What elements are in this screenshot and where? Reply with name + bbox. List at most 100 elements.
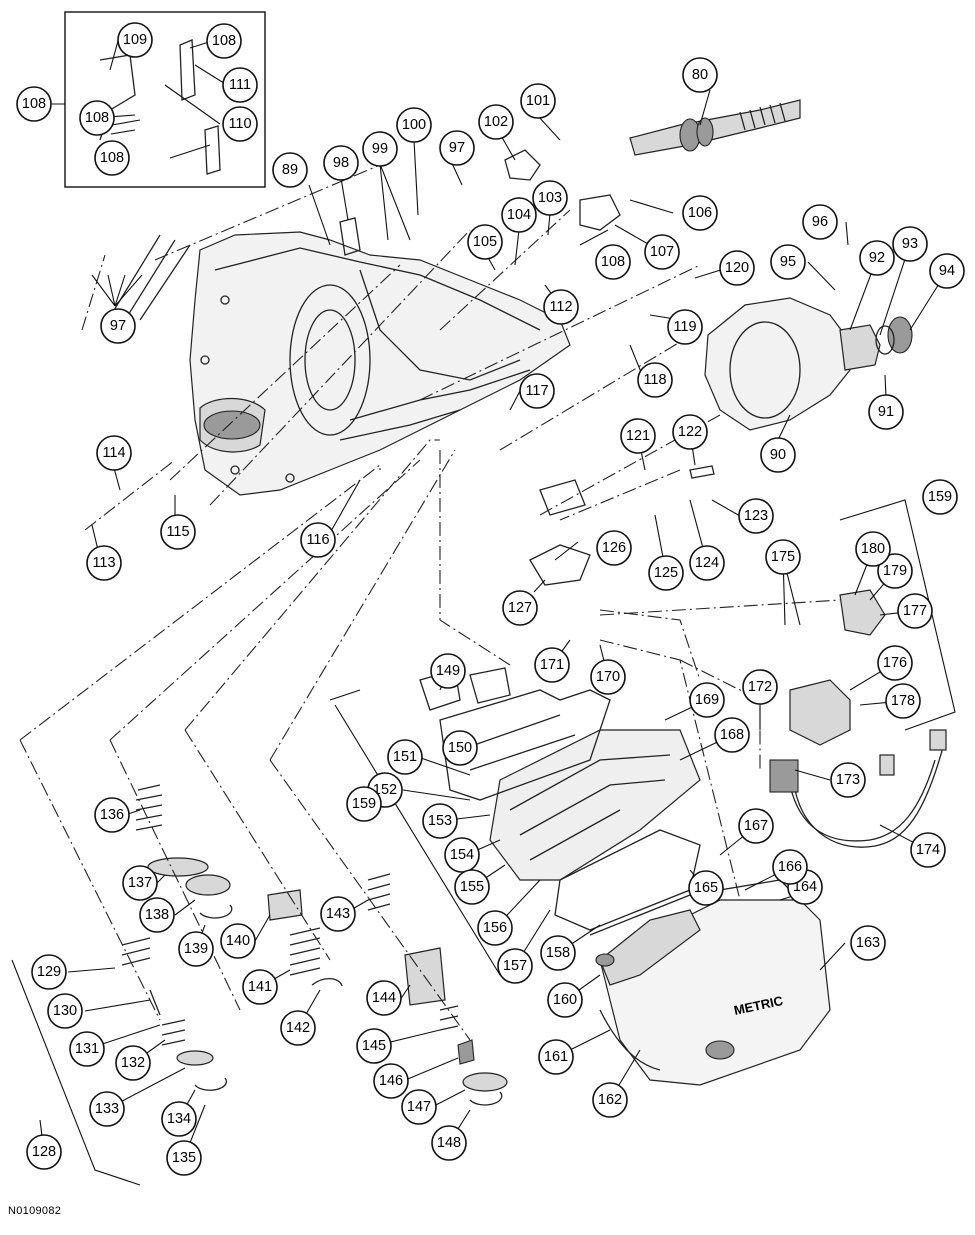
output-shaft: [629, 99, 801, 156]
callout-108-3: 108: [79, 100, 115, 136]
callout-label: 176: [883, 655, 907, 671]
callout-label: 144: [372, 990, 396, 1006]
callout-114: 114: [96, 435, 132, 471]
oil-filter: [595, 909, 701, 986]
callout-169: 169: [689, 682, 725, 718]
callout-132: 132: [115, 1045, 151, 1081]
callout-label: 135: [172, 1150, 196, 1166]
callout-138: 138: [139, 897, 175, 933]
callout-109: 109: [117, 22, 153, 58]
callout-107: 107: [644, 234, 680, 270]
callout-150: 150: [442, 730, 478, 766]
bracket-159-valvebody: [329, 689, 501, 976]
callout-label: 128: [32, 1144, 56, 1160]
callout-label: 157: [503, 958, 527, 974]
callout-89: 89: [272, 152, 308, 188]
extension-housing: [704, 297, 913, 431]
callout-label: 167: [744, 818, 768, 834]
callout-label: 99: [372, 141, 388, 157]
callout-label: 80: [692, 67, 708, 83]
callout-105: 105: [467, 224, 503, 260]
callout-93: 93: [892, 226, 928, 262]
callout-label: 129: [37, 964, 61, 980]
callout-116: 116: [300, 522, 336, 558]
callout-label: 118: [643, 372, 666, 388]
bracket-128: [11, 959, 141, 1186]
callout-163: 163: [850, 925, 886, 961]
callout-label: 124: [695, 555, 719, 571]
callout-label: 96: [812, 214, 828, 230]
callout-155: 155: [454, 869, 490, 905]
callout-label: 106: [688, 205, 712, 221]
callout-91: 91: [868, 394, 904, 430]
callout-label: 164: [793, 879, 817, 895]
callout-label: 178: [891, 693, 915, 709]
callout-label: 98: [333, 155, 349, 171]
callout-label: 122: [678, 424, 702, 440]
callout-label: 165: [694, 880, 718, 896]
callout-label: 101: [526, 93, 550, 109]
callout-99: 99: [362, 131, 398, 167]
callout-118: 118: [637, 362, 673, 398]
callout-131: 131: [69, 1031, 105, 1067]
callout-151: 151: [387, 739, 423, 775]
callout-label: 136: [100, 807, 124, 823]
solenoid-block: [789, 589, 886, 746]
callout-label: 163: [856, 935, 880, 951]
callout-124: 124: [689, 545, 725, 581]
callout-label: 114: [102, 445, 125, 461]
callout-119: 119: [667, 309, 703, 345]
callout-165: 165: [688, 870, 724, 906]
callout-97-1: 97: [439, 130, 475, 166]
callout-label: 162: [598, 1092, 622, 1108]
callout-156: 156: [477, 910, 513, 946]
callout-102: 102: [478, 104, 514, 140]
callout-label: 168: [720, 727, 744, 743]
callout-120: 120: [719, 250, 755, 286]
callout-104: 104: [501, 197, 537, 233]
callout-label: 180: [861, 541, 885, 557]
callout-94: 94: [929, 253, 965, 289]
callout-label: 123: [744, 508, 768, 524]
callout-173: 173: [830, 762, 866, 798]
callout-label: 159: [928, 489, 952, 505]
callout-178: 178: [885, 683, 921, 719]
callout-108-1: 108: [16, 86, 52, 122]
callout-96: 96: [802, 204, 838, 240]
callout-101: 101: [520, 83, 556, 119]
callout-label: 134: [167, 1111, 191, 1127]
callout-149: 149: [430, 653, 466, 689]
callout-108-2: 108: [206, 23, 242, 59]
callout-label: 103: [538, 190, 562, 206]
callout-127: 127: [502, 590, 538, 626]
callout-159-1: 159: [922, 479, 958, 515]
callout-label: 172: [748, 679, 772, 695]
callout-label: 133: [95, 1101, 119, 1117]
callout-label: 92: [869, 250, 885, 266]
callout-label: 116: [306, 532, 329, 548]
callout-label: 121: [626, 428, 650, 444]
callout-175: 175: [765, 539, 801, 575]
figure-id: N0109082: [8, 1205, 62, 1217]
callout-label: 94: [939, 263, 955, 279]
callout-115: 115: [160, 514, 196, 550]
callout-label: 95: [780, 254, 796, 270]
callout-label: 113: [92, 555, 115, 571]
callout-label: 148: [437, 1135, 461, 1151]
callout-label: 158: [546, 945, 570, 961]
callout-label: 107: [650, 244, 674, 260]
callout-balloons: 8089909192939495969797989910010110210310…: [16, 22, 965, 1176]
callout-98: 98: [323, 145, 359, 181]
callout-153: 153: [422, 803, 458, 839]
callout-174: 174: [910, 832, 946, 868]
callout-170: 170: [590, 659, 626, 695]
callout-111: 111: [222, 67, 258, 103]
callout-142: 142: [280, 1010, 316, 1046]
callout-label: 174: [916, 842, 940, 858]
callout-129: 129: [31, 954, 67, 990]
callout-label: 100: [402, 117, 426, 133]
callout-label: 140: [226, 933, 250, 949]
callout-147: 147: [401, 1089, 437, 1125]
callout-label: 119: [673, 319, 696, 335]
